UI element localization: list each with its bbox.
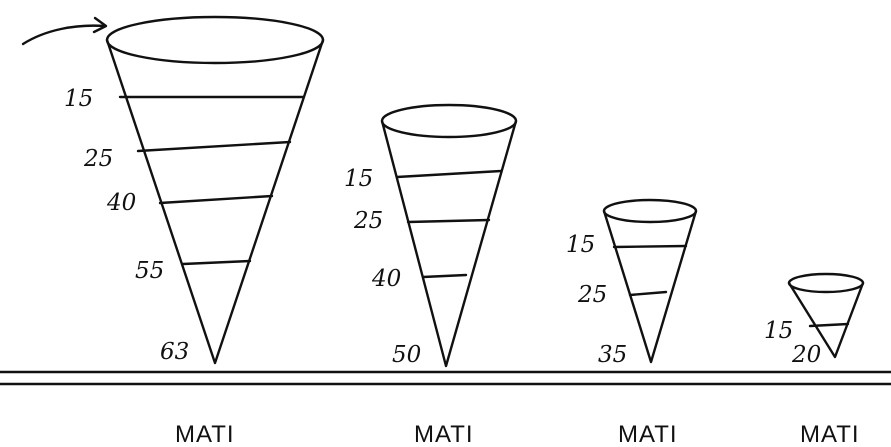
cone-4: 15 20 MATI [764,272,865,447]
cone-1-level-3: 40 [106,190,136,216]
cone-3-level-2: 25 [577,282,607,308]
cone-3-level-1: 15 [566,232,595,258]
cone-2-rim [380,103,518,139]
cone-1-rim [105,15,325,65]
cone-2-level-1: 15 [344,166,373,192]
cone-3-level-3: 35 [598,342,627,368]
cone-1-level-1: 15 [64,86,93,112]
cone-2-band-3 [421,273,468,279]
cone-2-level-2: 25 [353,208,383,234]
cone-4-level-2: 20 [791,342,821,368]
cone-2-band-1 [395,169,503,179]
cone-3-band-1 [612,244,688,249]
cone-3: 15 25 35 MATI [566,198,698,447]
cone-2-level-3: 40 [371,266,401,292]
cone-2-level-4: 50 [392,342,421,368]
cone-4-outline [787,281,865,359]
cone-1-level-5: 63 [160,339,189,365]
cone-2: 15 25 40 50 MATI [344,103,518,447]
cone-3-outline [602,209,698,364]
cone-1: 15 25 40 55 63 MATI [64,15,325,447]
pointer-arrow [21,16,108,46]
cone-1-caption: MATI [175,421,235,447]
cone-1-level-2: 25 [83,146,113,172]
cone-2-outline [380,119,518,368]
cone-1-band-4 [181,259,252,266]
cone-1-band-2 [136,140,292,153]
cone-3-rim [602,198,698,224]
cone-4-level-1: 15 [764,318,793,344]
cone-3-band-2 [628,290,668,297]
cone-4-rim [787,272,865,294]
cone-1-level-4: 55 [135,258,164,284]
cone-2-caption: MATI [414,421,474,447]
cone-4-caption: MATI [800,421,860,447]
cone-4-band-1 [808,322,850,328]
cone-1-outline [105,38,325,365]
cone-1-band-3 [158,194,274,205]
cone-3-caption: MATI [618,421,678,447]
cone-2-band-2 [406,218,491,224]
